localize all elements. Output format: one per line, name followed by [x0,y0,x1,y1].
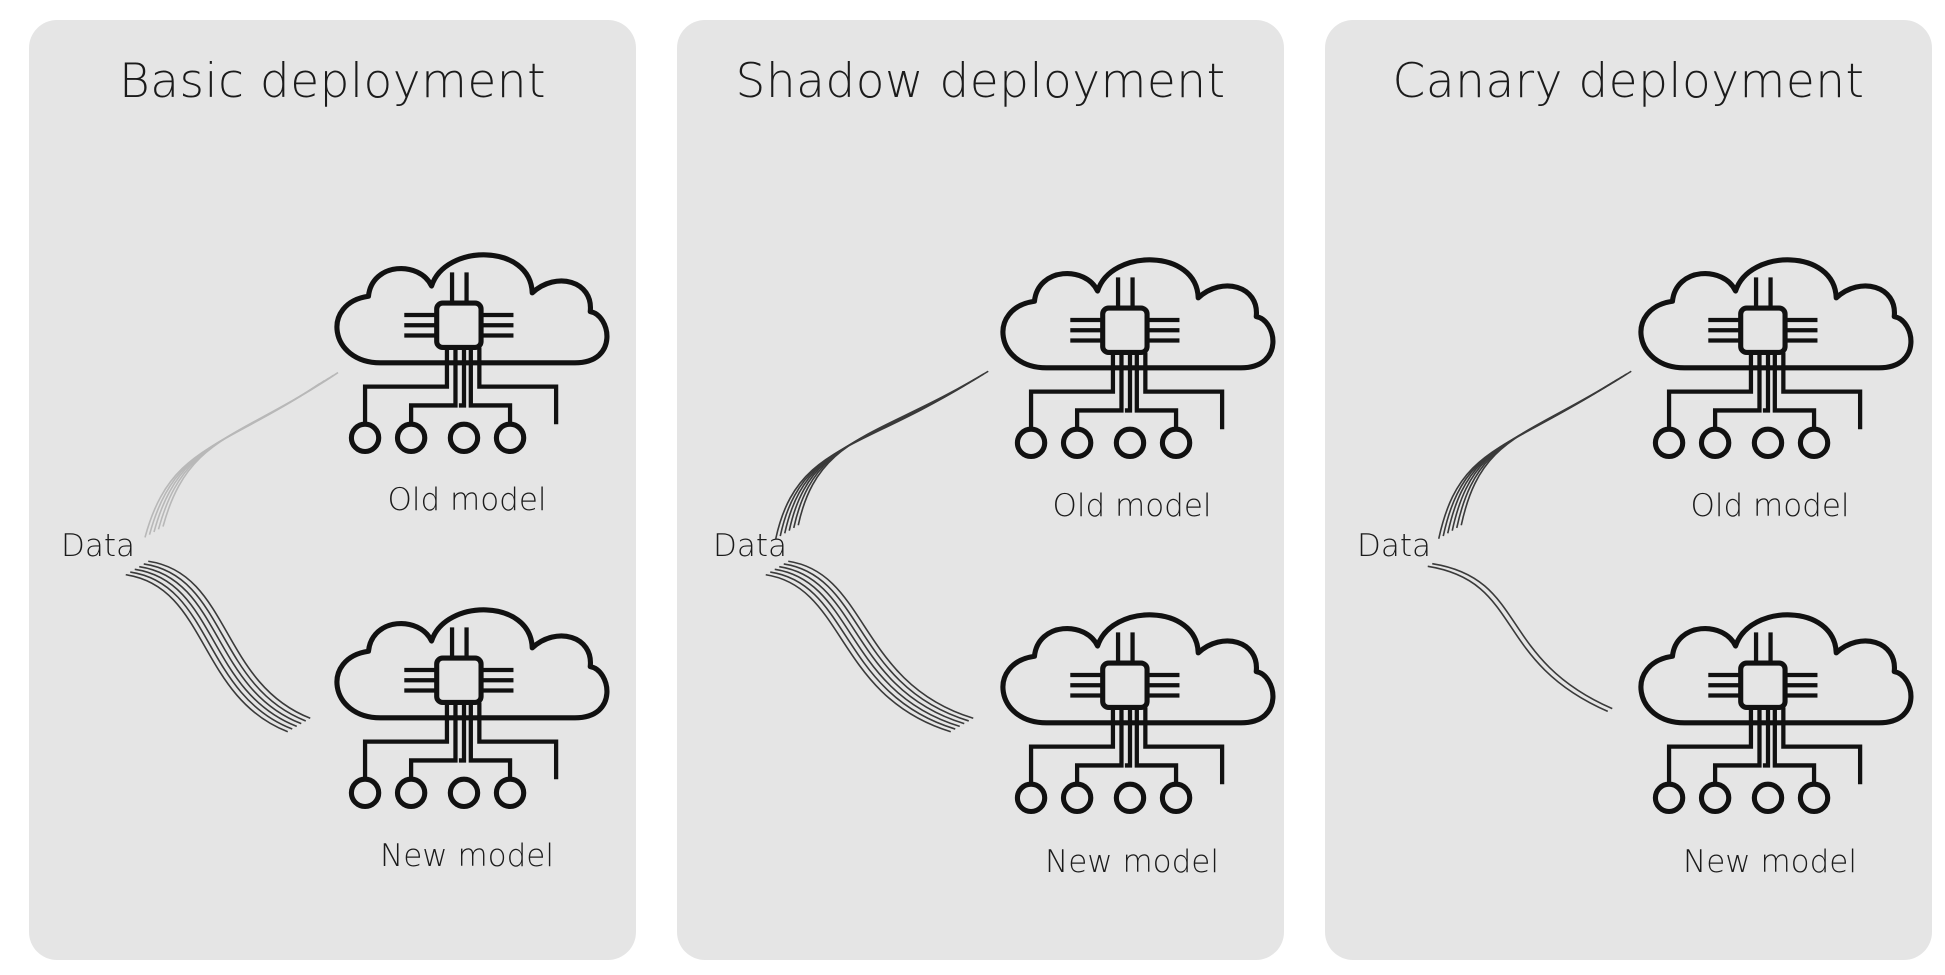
flow-line [125,573,289,733]
flow-line [1427,565,1609,713]
new-model-label: New model [380,838,554,874]
flow-line [770,571,956,730]
flow-line [1451,375,1623,531]
flow-line [1460,370,1632,526]
flow-line [788,560,974,720]
flow-line [792,373,985,529]
new-model-cloud-chip-icon [319,580,609,830]
flow-line [143,563,307,722]
flow-line [774,384,967,539]
new-model-cloud-chip-icon [985,585,1275,835]
flow-line [144,382,321,538]
data-flow-lines [765,370,989,733]
panel-title: Shadow deployment [735,54,1226,109]
flow-line [779,381,971,537]
data-flow-lines [125,371,339,733]
old-model-label: Old model [1690,488,1850,524]
flow-line [783,378,976,534]
old-model-cloud-chip-icon [1623,230,1913,480]
flow-line [162,371,339,527]
panel-shadow-deployment: Shadow deployment Data Old model New mod… [677,20,1284,960]
flow-to-new-model [1427,562,1613,713]
new-model-cloud-chip-icon [1623,585,1913,835]
flow-to-new-model [765,560,974,733]
flow-line [1432,562,1613,710]
panel-title: Canary deployment [1392,54,1865,109]
flow-line [774,568,960,728]
data-label: Data [713,528,788,564]
flow-line [779,565,965,725]
new-model-label: New model [1045,844,1219,880]
flow-line [153,377,330,533]
flow-line [134,568,298,728]
flow-line [1446,378,1619,534]
old-model-cloud-chip-icon [319,225,609,475]
flow-to-old-model [144,371,339,538]
panel-canary-deployment: Canary deployment Data Old model New mod… [1325,20,1932,960]
old-model-label: Old model [387,482,547,518]
old-model-cloud-chip-icon [985,230,1275,480]
flow-to-old-model [774,370,989,539]
old-model-label: Old model [1052,488,1212,524]
flow-line [157,374,334,530]
flow-line [797,370,989,526]
panel-title: Basic deployment [118,54,547,109]
new-model-label: New model [1683,844,1857,880]
flow-line [130,571,293,730]
flow-to-new-model [125,560,311,733]
panel-basic-deployment: Basic deployment Data Old model New mode… [29,20,636,960]
flow-line [783,563,969,722]
flow-line [148,380,325,535]
data-label: Data [1357,528,1432,564]
flow-to-old-model [1437,370,1632,539]
flow-line [139,565,302,725]
flow-line [1455,373,1628,529]
data-flow-lines [1427,370,1632,713]
flow-line [1442,381,1614,537]
flow-line [765,573,951,733]
data-label: Data [61,528,136,564]
flow-line [788,375,980,531]
flow-line [148,560,311,719]
